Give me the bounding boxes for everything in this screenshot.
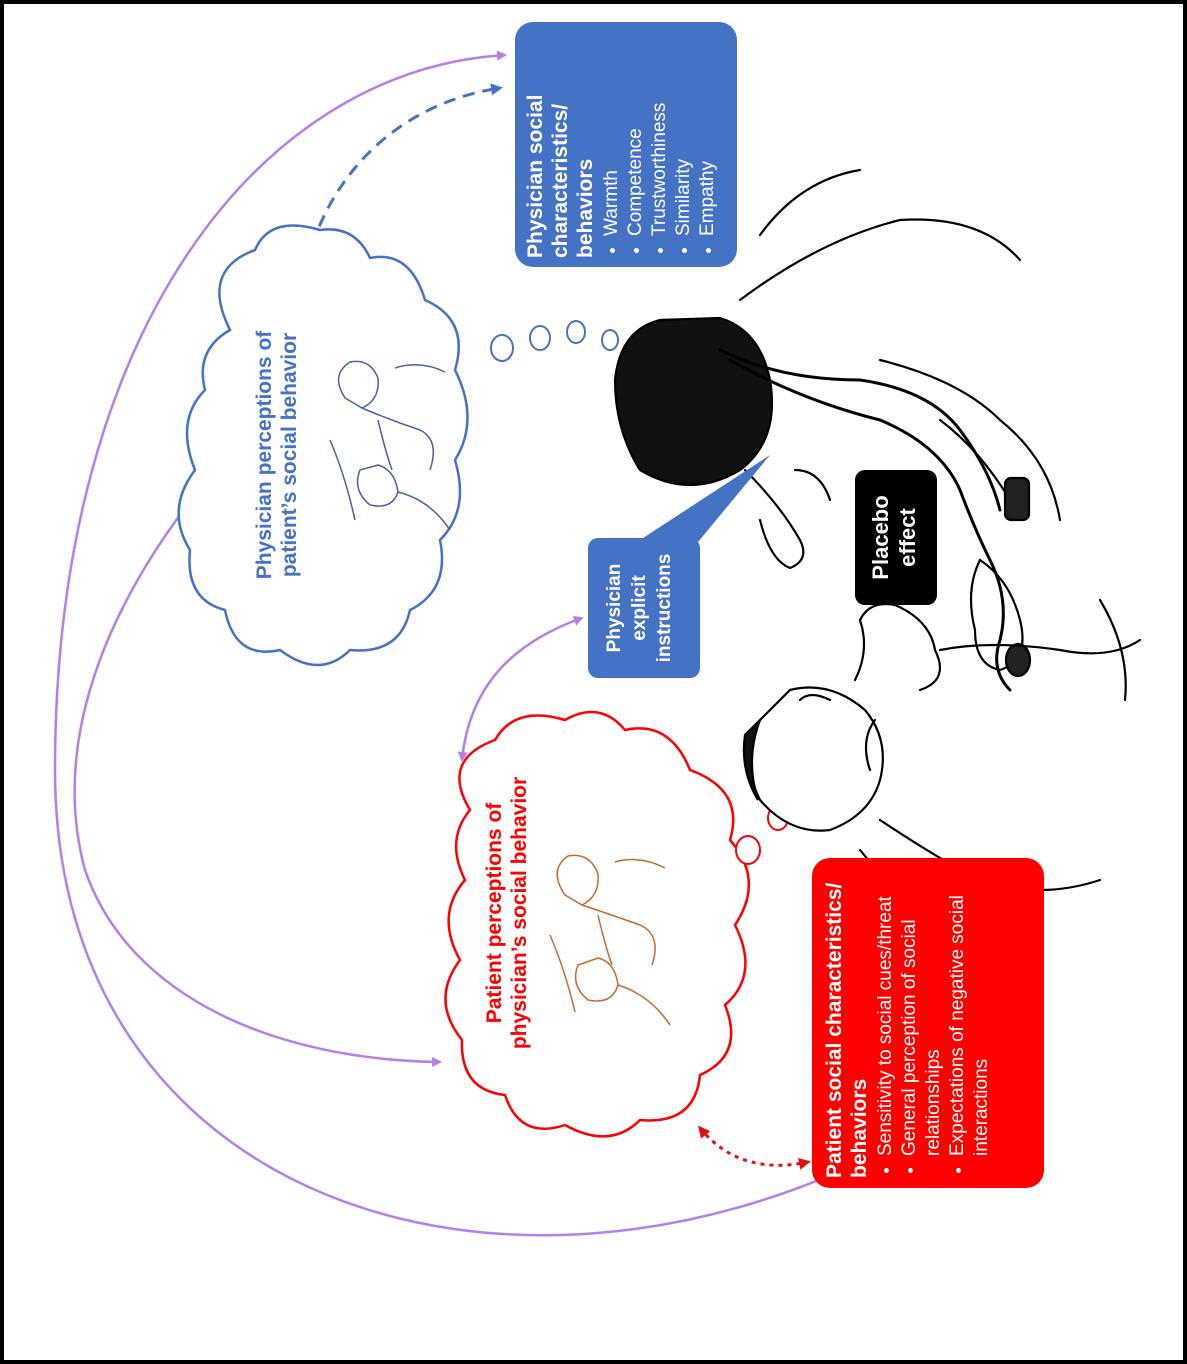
thought-bubble (490, 334, 514, 362)
instructions-callout: Physician explicit instructions (588, 538, 700, 678)
physician-thought-cloud (177, 224, 469, 667)
doctor-patient-illustration (613, 168, 1142, 942)
list-item: Trustworthiness (648, 30, 672, 236)
list-item: Sensitivity to social cues/threat (874, 866, 898, 1156)
patient-cloud-sketch (549, 854, 671, 1026)
list-item: Similarity (672, 30, 696, 236)
physician-box-list: Warmth Competence Trustworthiness Simila… (600, 30, 720, 258)
thought-bubble (566, 320, 586, 344)
arc-patient-cloud-to-instructions (457, 615, 584, 762)
physician-characteristics-box: Physician social characteristics/ behavi… (515, 22, 737, 267)
physician-cloud-label: Physician perceptions of patient’s socia… (253, 330, 301, 580)
thought-bubble (735, 835, 761, 865)
patient-box-title: Patient social characteristics/ behavior… (823, 882, 871, 1178)
arc-physician-cloud-to-patient-cloud (73, 493, 442, 1067)
patient-thought-cloud (444, 710, 750, 1138)
patient-box-list: Sensitivity to social cues/threat Genera… (874, 866, 994, 1178)
list-item: General perception of social relationshi… (898, 866, 946, 1156)
physician-box-title: Physician social characteristics/ behavi… (524, 94, 597, 258)
arc-patient-box-to-physician-box (53, 50, 887, 1237)
thought-bubble (529, 325, 551, 351)
list-item: Expectations of negative social interact… (946, 866, 994, 1156)
dashed-arrow-physician (309, 83, 503, 248)
thought-bubble (601, 329, 619, 351)
patient-cloud-label: Patient perceptions of physician’s socia… (483, 776, 531, 1050)
physician-cloud-sketch (329, 360, 451, 531)
list-item: Warmth (600, 30, 624, 236)
list-item: Empathy (696, 30, 720, 236)
dotted-arrow-patient (698, 1125, 811, 1170)
list-item: Competence (624, 30, 648, 236)
patient-characteristics-box: Patient social characteristics/ behavior… (812, 858, 1044, 1188)
placebo-effect-box: Placebo effect (855, 470, 937, 605)
